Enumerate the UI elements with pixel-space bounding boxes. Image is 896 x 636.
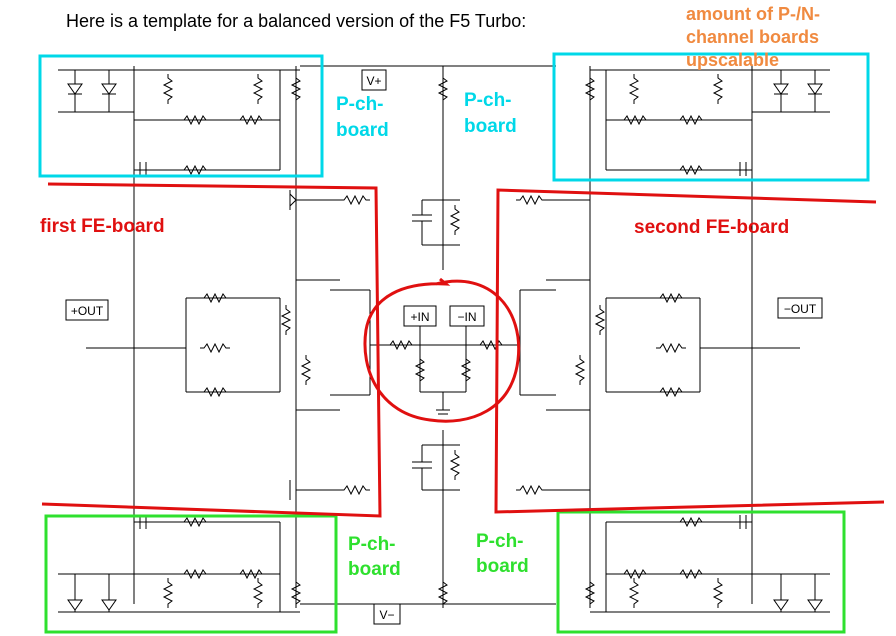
svg-text:amount of P-/N-: amount of P-/N- <box>686 4 820 24</box>
svg-text:P-ch-: P-ch- <box>464 90 512 111</box>
svg-text:board: board <box>336 120 389 141</box>
plus-out-label: +OUT <box>71 304 104 318</box>
diodes <box>67 70 823 612</box>
diagram-title: Here is a template for a balanced versio… <box>66 11 526 31</box>
svg-text:board: board <box>476 556 529 577</box>
pch-label-top-right: P-ch- board <box>464 90 517 137</box>
scalable-note: amount of P-/N- channel boards upscalabl… <box>686 4 820 70</box>
first-fe-board-outline <box>41 182 382 518</box>
resistors <box>162 74 724 608</box>
bottom-left-pch-highlight <box>44 514 338 634</box>
svg-text:channel boards: channel boards <box>686 27 819 47</box>
svg-text:P-ch-: P-ch- <box>336 94 384 115</box>
vminus-label: V− <box>379 608 394 622</box>
plus-out-terminal: +OUT <box>65 299 109 321</box>
svg-text:board: board <box>464 116 517 137</box>
svg-text:P-ch-: P-ch- <box>348 534 396 555</box>
schematic-wiring <box>58 65 830 613</box>
svg-text:P-ch-: P-ch- <box>476 531 524 552</box>
pch-label-bottom-right: P-ch- board <box>476 531 529 577</box>
second-fe-board-label: second FE-board <box>634 217 789 238</box>
pch-label-bottom-left: P-ch- board <box>348 534 401 580</box>
plus-in-label: +IN <box>410 310 429 324</box>
pch-label-top-left: P-ch- board <box>336 94 389 141</box>
plus-in-terminal: +IN <box>403 305 437 327</box>
first-fe-board-label: first FE-board <box>40 216 165 237</box>
bottom-right-pch-highlight <box>556 510 846 634</box>
vplus-terminal: V+ <box>361 69 387 91</box>
minus-in-label: −IN <box>457 310 476 324</box>
top-right-pch-highlight <box>552 52 870 182</box>
transistors <box>139 162 747 529</box>
vminus-terminal: V− <box>373 603 401 625</box>
minus-in-terminal: −IN <box>449 305 485 327</box>
second-fe-board-outline <box>494 188 885 514</box>
svg-text:upscalable: upscalable <box>686 50 779 70</box>
input-circle-highlight <box>363 277 521 423</box>
minus-out-terminal: −OUT <box>777 297 823 319</box>
top-left-pch-highlight <box>38 54 324 178</box>
vplus-label: V+ <box>366 74 381 88</box>
svg-text:board: board <box>348 559 401 580</box>
minus-out-label: −OUT <box>784 302 817 316</box>
